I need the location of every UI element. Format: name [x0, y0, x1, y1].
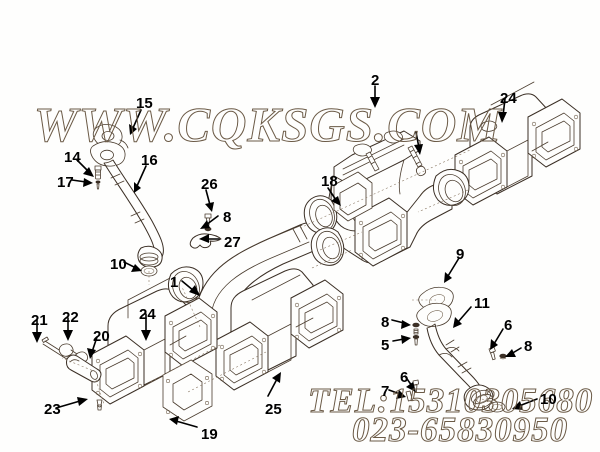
part-15-tube-upper-elbow: [90, 124, 129, 167]
callout-number-7: 7: [381, 383, 390, 400]
callout-number-10: 10: [110, 256, 127, 273]
manifold-port-lower: [310, 227, 345, 266]
part-24-exhaust-manifold-right: [432, 81, 581, 207]
part-5-washer: [412, 335, 420, 339]
callout-number-14: 14: [64, 149, 81, 166]
callout-number-26: 26: [201, 176, 218, 193]
callout-number-1: 1: [170, 274, 179, 291]
callout-number-25: 25: [265, 401, 282, 418]
callout-number-19: 19: [201, 426, 218, 443]
callout-number-23: 23: [44, 401, 61, 418]
part-8-washer-right-b: [499, 353, 507, 359]
callout-number-8: 8: [223, 209, 232, 226]
part-26-8-27-hardware: [189, 213, 222, 249]
callout-number-6: 6: [504, 317, 513, 334]
assembly-axis-lines: [61, 149, 495, 406]
callout-number-15: 15: [136, 95, 153, 112]
callout-number-2: 2: [371, 72, 380, 89]
callout-number-5: 5: [381, 337, 390, 354]
callout-number-9: 9: [456, 246, 465, 263]
parts-20-21-22-23-hardware: [41, 336, 103, 411]
callout-number-11: 11: [474, 295, 490, 312]
manifold-port-upper: [303, 195, 338, 234]
callout-number-21: 21: [31, 312, 48, 329]
part-24-exhaust-manifold-lower-left: [91, 266, 218, 405]
callout-number-24: 24: [139, 306, 156, 323]
callout-number-20: 20: [93, 328, 110, 345]
callout-number-16: 16: [141, 152, 158, 169]
callout-number-8: 8: [381, 314, 390, 331]
callout-number-17: 17: [57, 174, 74, 191]
callout-number-27: 27: [224, 234, 241, 251]
part-19-gasket-flange: [162, 359, 213, 422]
part-8-washer-right-a: [412, 322, 420, 328]
callout-leader-arrows: [32, 85, 538, 428]
callout-number-6: 6: [400, 369, 409, 386]
callout-number-8: 8: [524, 338, 533, 355]
part-18-exhaust-manifold-center: [303, 130, 453, 267]
callout-number-10: 10: [540, 391, 557, 408]
part-16-supply-tube: [103, 159, 164, 277]
part-2-capscrews-upper: [365, 145, 427, 177]
callout-number-22: 22: [62, 309, 79, 326]
part-14-bracket-and-17-capscrew: [94, 165, 102, 190]
part-9-gasket-twin-port: [416, 286, 454, 327]
callout-number-18: 18: [321, 173, 338, 190]
callout-number-24: 24: [500, 90, 517, 107]
part-10-o-ring-right: [488, 401, 506, 413]
part-11-drain-tube: [426, 323, 506, 413]
part-25-exhaust-manifold-front: [215, 268, 344, 391]
parts-5-6-7-8-hardware-right: [405, 322, 507, 402]
